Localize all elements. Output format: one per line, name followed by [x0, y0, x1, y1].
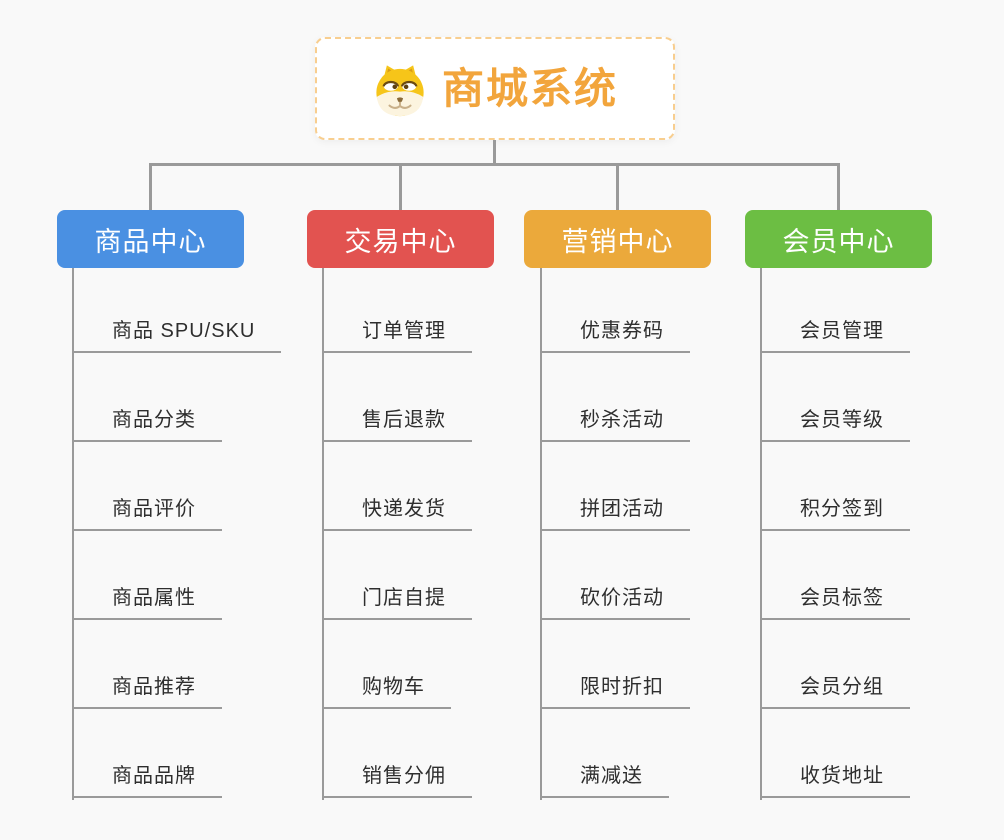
leaf-node[interactable]: 售后退款 [322, 353, 472, 442]
root-node-mall-system[interactable]: 商城系统 [315, 37, 675, 140]
branch-label: 交易中心 [344, 226, 457, 257]
connector-drop-trade [399, 163, 402, 210]
leaf-node[interactable]: 会员标签 [760, 531, 910, 620]
branch-spine [322, 268, 324, 800]
leaf-node[interactable]: 销售分佣 [322, 709, 472, 798]
connector-root-stem [493, 140, 496, 166]
leaf-node[interactable]: 门店自提 [322, 531, 472, 620]
branch-node-product-center[interactable]: 商品中心 [57, 210, 244, 268]
leaf-stack-product: 商品 SPU/SKU 商品分类 商品评价 商品属性 商品推荐 商品品牌 [72, 268, 282, 798]
leaf-node[interactable]: 商品属性 [72, 531, 222, 620]
leaf-stack-trade: 订单管理 售后退款 快递发货 门店自提 购物车 销售分佣 [322, 268, 472, 798]
connector-trunk [149, 163, 840, 166]
branch-node-member-center[interactable]: 会员中心 [745, 210, 932, 268]
leaf-node[interactable]: 秒杀活动 [540, 353, 690, 442]
leaf-node[interactable]: 优惠券码 [540, 268, 690, 353]
leaf-node[interactable]: 购物车 [322, 620, 451, 709]
branch-label: 商品中心 [94, 226, 207, 257]
branch-node-marketing-center[interactable]: 营销中心 [524, 210, 711, 268]
leaf-node[interactable]: 商品推荐 [72, 620, 222, 709]
connector-drop-product [149, 163, 152, 210]
leaf-node[interactable]: 订单管理 [322, 268, 472, 353]
leaf-node[interactable]: 砍价活动 [540, 531, 690, 620]
branch-spine [72, 268, 74, 800]
dog-icon [376, 64, 424, 116]
branch-label: 营销中心 [561, 226, 674, 257]
leaf-node[interactable]: 限时折扣 [540, 620, 690, 709]
leaf-node[interactable]: 会员管理 [760, 268, 910, 353]
leaf-node[interactable]: 商品评价 [72, 442, 222, 531]
leaf-node[interactable]: 拼团活动 [540, 442, 690, 531]
leaf-node[interactable]: 收货地址 [760, 709, 910, 798]
leaf-node[interactable]: 商品分类 [72, 353, 222, 442]
leaf-stack-member: 会员管理 会员等级 积分签到 会员标签 会员分组 收货地址 [760, 268, 910, 798]
connector-drop-marketing [616, 163, 619, 210]
leaf-node[interactable]: 满减送 [540, 709, 669, 798]
leaf-node[interactable]: 会员分组 [760, 620, 910, 709]
branch-spine [760, 268, 762, 800]
leaf-node[interactable]: 会员等级 [760, 353, 910, 442]
leaf-node[interactable]: 快递发货 [322, 442, 472, 531]
connector-drop-member [837, 163, 840, 210]
branch-label: 会员中心 [782, 226, 895, 257]
branch-node-trade-center[interactable]: 交易中心 [307, 210, 494, 268]
leaf-node[interactable]: 商品品牌 [72, 709, 222, 798]
branch-spine [540, 268, 542, 800]
leaf-node[interactable]: 商品 SPU/SKU [72, 268, 282, 353]
leaf-node[interactable]: 积分签到 [760, 442, 910, 531]
leaf-stack-marketing: 优惠券码 秒杀活动 拼团活动 砍价活动 限时折扣 满减送 [540, 268, 690, 798]
root-title: 商城系统 [441, 64, 618, 112]
